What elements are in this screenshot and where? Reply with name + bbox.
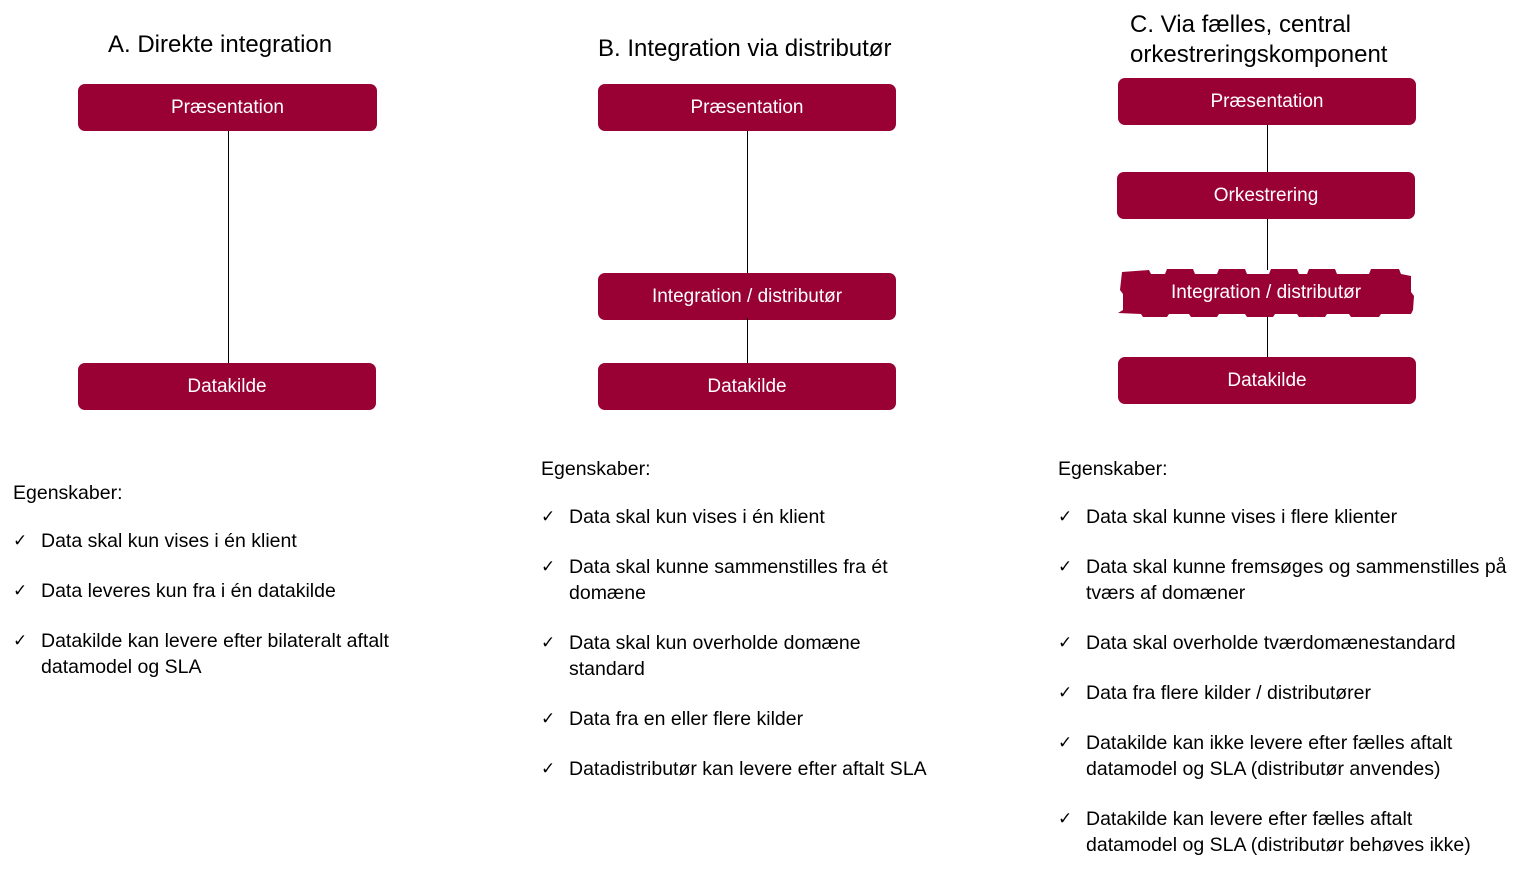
properties-c-heading: Egenskaber: (1058, 458, 1168, 480)
property-item: ✓Data skal kun vises i én klient (541, 506, 825, 528)
property-item: ✓Data skal kunne vises i flere klienter (1058, 506, 1398, 528)
properties-b: Egenskaber: ✓Data skal kun vises i én kl… (541, 456, 941, 806)
properties-a-heading: Egenskaber: (13, 482, 123, 504)
properties-b-heading: Egenskaber: (541, 458, 651, 480)
checkmark-icon: ✓ (541, 709, 556, 729)
properties-c: Egenskaber: ✓Data skal kunne vises i fle… (1058, 456, 1508, 882)
checkmark-icon: ✓ (1058, 733, 1073, 753)
checkmark-icon: ✓ (541, 507, 556, 527)
property-item: ✓Data skal kunne sammenstilles fra ét do… (541, 556, 888, 604)
box-c-orchestration: Orkestrering (1117, 172, 1415, 219)
properties-a: Egenskaber: ✓Data skal kun vises i én kl… (13, 480, 463, 704)
box-a-presentation: Præsentation (78, 84, 377, 131)
checkmark-icon: ✓ (13, 531, 28, 551)
checkmark-icon: ✓ (13, 631, 28, 651)
box-b-datasource: Datakilde (598, 363, 896, 410)
property-item: ✓Data fra en eller flere kilder (541, 708, 804, 730)
property-item: ✓Data skal overholde tværdomænestandard (1058, 632, 1456, 654)
property-item: ✓Data leveres kun fra i én datakilde (13, 580, 336, 602)
property-item: ✓Datakilde kan levere efter bilateralt a… (13, 630, 389, 678)
column-c-title-line2: orkestreringskomponent (1130, 41, 1388, 68)
box-b-presentation: Præsentation (598, 84, 896, 131)
property-item: ✓Data skal kun vises i én klient (13, 530, 297, 552)
checkmark-icon: ✓ (541, 759, 556, 779)
connector-c-presentation-orchestration (1267, 124, 1268, 174)
box-a-datasource: Datakilde (78, 363, 376, 410)
column-c-title-line1: C. Via fælles, central (1130, 11, 1351, 38)
connector-b-vertical (747, 130, 748, 365)
column-b-title: B. Integration via distributør (598, 35, 892, 62)
checkmark-icon: ✓ (1058, 557, 1073, 577)
checkmark-icon: ✓ (541, 633, 556, 653)
jagged-edge-shape (1118, 269, 1414, 317)
property-item: ✓Datakilde kan levere efter fælles aftal… (1058, 808, 1471, 856)
connector-c-integration-datasource (1267, 316, 1268, 358)
checkmark-icon: ✓ (1058, 683, 1073, 703)
property-item: ✓Datakilde kan ikke levere efter fælles … (1058, 732, 1453, 780)
property-item: ✓Data skal kun overholde domæne standard (541, 632, 861, 680)
connector-a-presentation-datasource (228, 130, 229, 365)
checkmark-icon: ✓ (541, 557, 556, 577)
property-item: ✓Data skal kunne fremsøges og sammenstil… (1058, 556, 1507, 604)
box-c-integration-label: Integration / distributør (1170, 282, 1362, 303)
box-c-presentation: Præsentation (1118, 78, 1416, 125)
property-item: ✓Datadistributør kan levere efter aftalt… (541, 758, 927, 780)
checkmark-icon: ✓ (13, 581, 28, 601)
checkmark-icon: ✓ (1058, 809, 1073, 829)
checkmark-icon: ✓ (1058, 507, 1073, 527)
column-a-title: A. Direkte integration (108, 31, 333, 58)
checkmark-icon: ✓ (1058, 633, 1073, 653)
property-item: ✓Data fra flere kilder / distributører (1058, 682, 1372, 704)
connector-c-orchestration-integration (1267, 218, 1268, 270)
box-c-integration-shape (1118, 269, 1414, 317)
box-b-integration: Integration / distributør (598, 273, 896, 320)
box-c-datasource: Datakilde (1118, 357, 1416, 404)
connector-b-integration-datasource (747, 318, 748, 364)
